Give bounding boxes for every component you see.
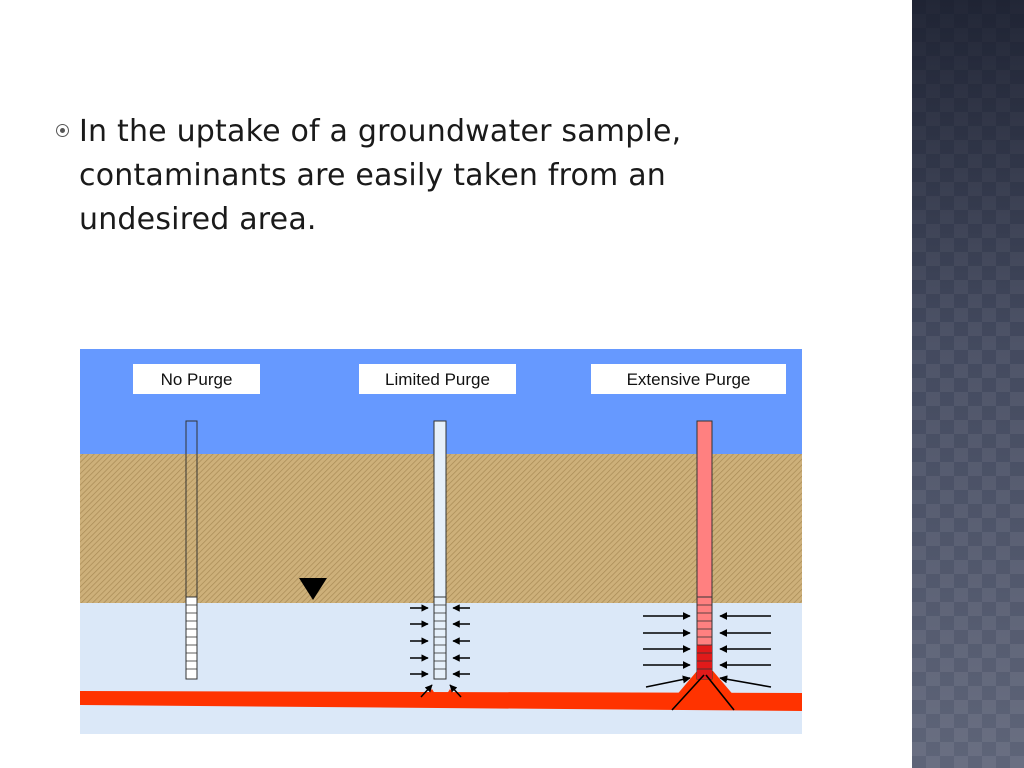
well-limited-purge (410, 420, 470, 703)
water-table-triangle-icon (299, 578, 327, 600)
inflow-arrows-extensive (643, 612, 772, 688)
label-no-purge: No Purge (133, 364, 260, 394)
label-extensive-purge: Extensive Purge (591, 364, 786, 394)
well-extensive-purge (643, 420, 772, 711)
svg-text:No Purge: No Purge (161, 370, 233, 389)
label-limited-purge: Limited Purge (359, 364, 516, 394)
circle-dot-icon (56, 124, 69, 137)
bullet-text: In the uptake of a groundwater sample, c… (79, 114, 682, 237)
svg-text:Extensive Purge: Extensive Purge (627, 370, 751, 389)
purge-diagram: No Purge Limited Purge Extensive Purge (80, 349, 802, 734)
decorative-side-band (912, 0, 1024, 768)
bullet-point: In the uptake of a groundwater sample, c… (56, 110, 756, 242)
well-no-purge (185, 420, 198, 680)
svg-text:Limited Purge: Limited Purge (385, 370, 490, 389)
inflow-arrows-limited (410, 604, 470, 698)
